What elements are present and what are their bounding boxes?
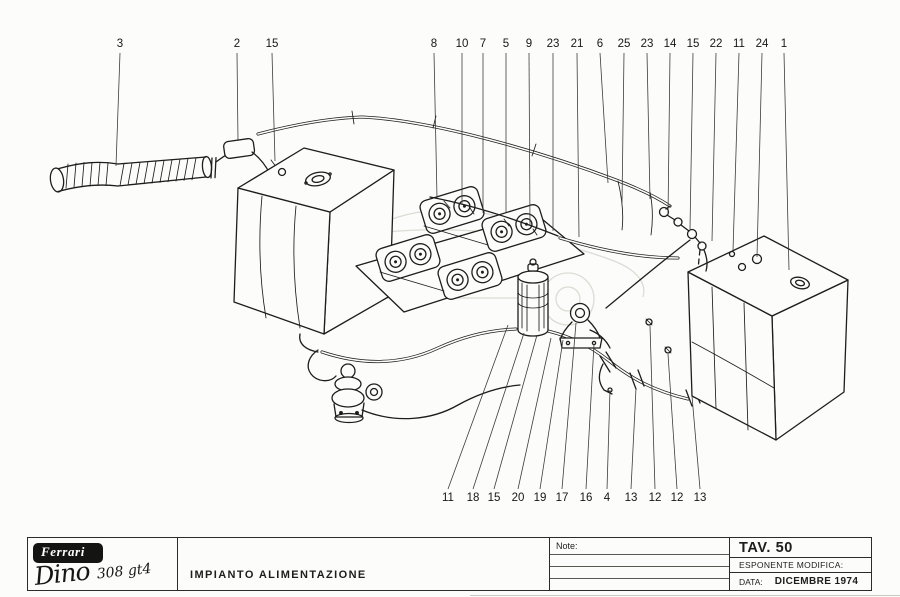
callouts-top: 3 2 15 8 10 7 5 9 23 21 6 25 23 14 15 22… — [117, 38, 787, 50]
callout-number: 11 — [442, 492, 454, 504]
callout-number: 15 — [687, 38, 700, 50]
leader-lines-bottom — [447, 322, 701, 490]
carburetor-assembly — [355, 186, 585, 313]
callout-number: 11 — [733, 38, 745, 50]
carburetor-4 — [437, 252, 503, 300]
callout-number: 2 — [234, 38, 240, 50]
callout-number: 12 — [649, 492, 662, 504]
callouts-bottom: 11 18 15 20 19 17 16 4 13 12 12 13 — [442, 492, 706, 504]
sleeve-hatching — [119, 157, 197, 187]
title-block: Ferrari Dino 308 gt4 IMPIANTO ALIMENTAZI… — [27, 537, 872, 591]
callout-number: 12 — [671, 492, 684, 504]
hose-clamp — [210, 156, 217, 179]
callout-number: 24 — [756, 38, 769, 50]
return-line — [605, 239, 691, 309]
callout-number: 7 — [480, 38, 486, 50]
note-rule — [550, 578, 729, 579]
data-label: DATA: — [739, 576, 763, 587]
callout-number: 13 — [625, 492, 638, 504]
ferrari-logo: Ferrari — [33, 543, 103, 563]
note-rule — [550, 566, 729, 567]
callout-number: 8 — [431, 38, 437, 50]
fuel-rail — [429, 196, 559, 237]
callout-number: 1 — [781, 38, 787, 50]
scan-artifact — [470, 595, 900, 596]
note-cell: Note: — [550, 538, 730, 590]
carburetor-3 — [375, 234, 441, 282]
pump-outlet-hose — [361, 384, 521, 420]
tank-fittings — [658, 205, 708, 272]
callout-number: 4 — [604, 492, 611, 504]
drawing-title: IMPIANTO ALIMENTAZIONE — [190, 569, 367, 581]
fuel-system-diagram: 3 2 15 8 10 7 5 9 23 21 6 25 23 14 15 22… — [49, 38, 849, 504]
callout-number: 15 — [266, 38, 279, 50]
filler-neck-bracket — [223, 137, 271, 175]
drawing-title-cell: IMPIANTO ALIMENTAZIONE — [178, 538, 550, 590]
callout-number: 5 — [503, 38, 509, 50]
mechanical-fuel-pump — [307, 349, 521, 424]
callout-number: 3 — [117, 38, 123, 50]
callout-number: 13 — [694, 492, 707, 504]
throttle-linkage — [379, 225, 489, 292]
bolt — [645, 318, 653, 326]
tav-number: TAV. 50 — [730, 538, 871, 558]
callout-number: 17 — [556, 492, 569, 504]
esponente-label: ESPONENTE MODIFICA: — [730, 558, 871, 573]
callout-number: 20 — [512, 492, 525, 504]
callout-number: 18 — [467, 492, 480, 504]
callout-number: 16 — [580, 492, 593, 504]
callout-number: 6 — [597, 38, 603, 50]
tank-outlet — [299, 333, 319, 353]
callout-number: 15 — [488, 492, 501, 504]
left-fuel-tank — [233, 147, 395, 353]
model-suffix: 308 gt4 — [96, 560, 153, 583]
callout-number: 23 — [547, 38, 560, 50]
fuel-hose-main — [320, 327, 518, 364]
model-name: Dino — [32, 556, 91, 591]
data-value: DICEMBRE 1974 — [774, 576, 859, 587]
note-rule — [550, 554, 729, 555]
logo-cell: Ferrari Dino 308 gt4 — [28, 538, 178, 591]
meta-cell: TAV. 50 ESPONENTE MODIFICA: DATA: DICEMB… — [730, 538, 871, 590]
hose-end-cap — [49, 167, 65, 193]
leader-lines-top — [115, 52, 790, 271]
note-label: Note: — [556, 541, 578, 551]
filler-cap — [790, 276, 810, 290]
callout-number: 22 — [710, 38, 723, 50]
tank-straps — [711, 286, 749, 431]
callout-number: 10 — [456, 38, 469, 50]
pump-bracket — [559, 337, 603, 349]
callout-number: 21 — [571, 38, 584, 50]
branch-drops — [617, 180, 653, 236]
callout-number: 25 — [618, 38, 631, 50]
callout-number: 14 — [664, 38, 677, 50]
tank-straps — [259, 195, 301, 329]
electric-fuel-pump — [559, 302, 611, 349]
right-fuel-tank — [687, 235, 849, 441]
bolt — [664, 346, 672, 354]
callout-number: 9 — [526, 38, 532, 50]
fuel-filter — [517, 258, 549, 337]
callout-number: 19 — [534, 492, 547, 504]
date-row: DATA: DICEMBRE 1974 — [730, 573, 871, 590]
callout-number: 23 — [641, 38, 654, 50]
sender-fitting — [277, 167, 287, 177]
